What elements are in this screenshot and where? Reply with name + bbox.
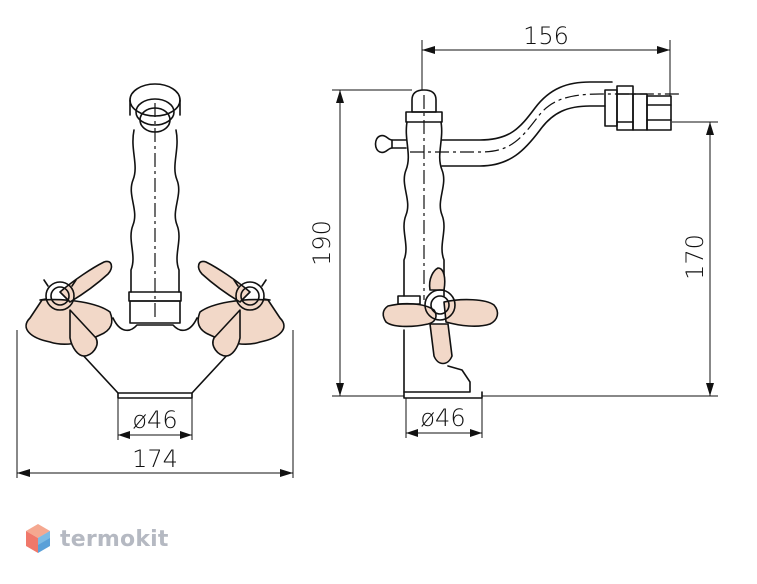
side-reach-label: 156 bbox=[523, 22, 569, 50]
side-base-diameter-label: ø46 bbox=[420, 404, 465, 432]
front-width-label: 174 bbox=[132, 445, 178, 473]
hexagon-logo-icon bbox=[26, 524, 50, 553]
front-base-diameter-label: ø46 bbox=[132, 406, 177, 434]
front-view: ø46 174 bbox=[16, 83, 294, 478]
side-total-height-label: 190 bbox=[308, 220, 336, 266]
brand-logo[interactable]: termokit bbox=[24, 522, 169, 556]
brand-name: termokit bbox=[60, 526, 169, 552]
side-outlet-height-label: 170 bbox=[681, 234, 709, 280]
side-view: 156 190 170 ø46 bbox=[308, 22, 718, 438]
